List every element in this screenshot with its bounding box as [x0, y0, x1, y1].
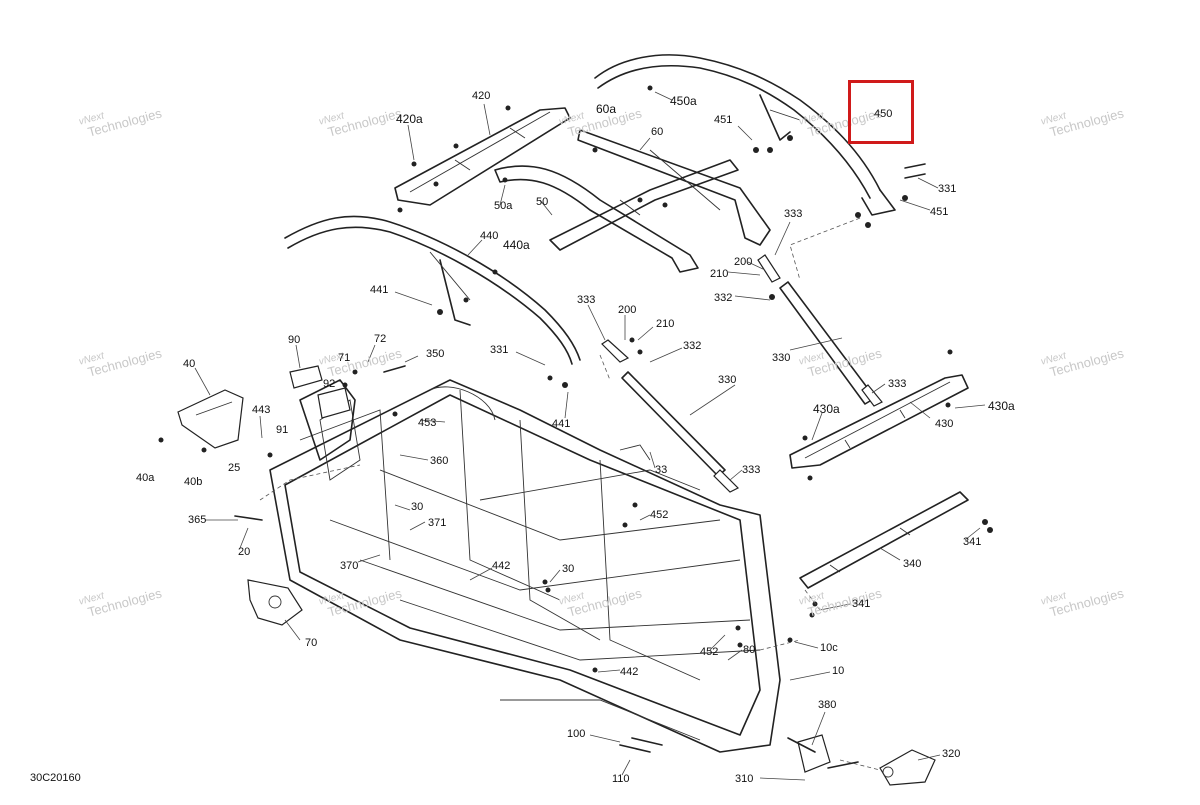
callout-label[interactable]: 210: [656, 318, 675, 330]
callout-label[interactable]: 341: [852, 598, 871, 610]
roof-rail-60: [577, 129, 771, 246]
callout-label[interactable]: 453: [418, 417, 437, 429]
callout-label[interactable]: 452: [700, 646, 719, 658]
callout-label[interactable]: 430a: [988, 399, 1015, 413]
callout-label[interactable]: 450a: [670, 94, 697, 108]
callout-label[interactable]: 30: [562, 563, 575, 575]
callout-label[interactable]: 40: [183, 358, 196, 370]
callout-label[interactable]: 70: [305, 637, 318, 649]
callout-label[interactable]: 320: [942, 748, 961, 760]
callout-label[interactable]: 441: [552, 418, 571, 430]
callout-label[interactable]: 25: [228, 462, 241, 474]
callout-label[interactable]: 50: [536, 196, 549, 208]
callout-label[interactable]: 40b: [184, 476, 203, 488]
bracket-310: [797, 734, 831, 773]
callout-label[interactable]: 331: [490, 344, 509, 356]
diagram-code: 30C20160: [30, 772, 81, 784]
rear-roll-bar-450: [594, 54, 896, 216]
callout-label[interactable]: 450: [874, 108, 893, 120]
callout-label[interactable]: 333: [577, 294, 596, 306]
assembly-lines: [259, 217, 881, 771]
callout-label[interactable]: 71: [338, 352, 351, 364]
callout-label[interactable]: 442: [492, 560, 511, 572]
callout-label[interactable]: 200: [734, 256, 753, 268]
callout-label[interactable]: 330: [772, 352, 791, 364]
callout-label[interactable]: 100: [567, 728, 586, 740]
front-roll-bar-440: [284, 215, 581, 365]
callout-label[interactable]: 60a: [596, 102, 617, 116]
callout-label[interactable]: 80: [743, 644, 756, 656]
callout-label[interactable]: 10c: [820, 642, 838, 654]
callout-label[interactable]: 371: [428, 517, 447, 529]
callout-label[interactable]: 110: [612, 773, 630, 785]
callout-label[interactable]: 420: [472, 90, 491, 102]
callout-label[interactable]: 20: [238, 546, 251, 558]
callout-label[interactable]: 341: [963, 536, 982, 548]
highlight-box: [848, 80, 914, 144]
callout-label[interactable]: 310: [735, 773, 754, 785]
callout-label[interactable]: 333: [742, 464, 761, 476]
callout-label[interactable]: 332: [683, 340, 702, 352]
callout-label[interactable]: 451: [714, 114, 733, 126]
callout-label[interactable]: 442: [620, 666, 639, 678]
callout-label[interactable]: 452: [650, 509, 669, 521]
callout-label[interactable]: 50a: [494, 200, 513, 212]
callout-label[interactable]: 451: [930, 206, 949, 218]
callout-label[interactable]: 333: [784, 208, 803, 220]
strut-330: [601, 254, 883, 493]
callout-label[interactable]: 330: [718, 374, 737, 386]
callout-label[interactable]: 210: [710, 268, 729, 280]
fasteners: [158, 85, 993, 673]
callout-label[interactable]: 370: [340, 560, 359, 572]
leader-lines: [194, 91, 986, 781]
callout-label[interactable]: 440: [480, 230, 499, 242]
callout-label[interactable]: 332: [714, 292, 733, 304]
callout-label[interactable]: 340: [903, 558, 922, 570]
callout-label[interactable]: 92: [323, 378, 336, 390]
callout-label[interactable]: 430: [935, 418, 954, 430]
pins: [234, 163, 926, 769]
callout-label[interactable]: 90: [288, 334, 301, 346]
bracket-90: [289, 365, 323, 389]
callout-label[interactable]: 430a: [813, 402, 840, 416]
callout-label[interactable]: 91: [276, 424, 289, 436]
callout-label[interactable]: 440a: [503, 238, 530, 252]
callout-label[interactable]: 200: [618, 304, 637, 316]
callout-label[interactable]: 360: [430, 455, 449, 467]
callout-label[interactable]: 60: [651, 126, 664, 138]
callout-label[interactable]: 350: [426, 348, 445, 360]
side-rail-340: [799, 491, 969, 589]
bracket-320: [879, 749, 936, 786]
callout-label[interactable]: 331: [938, 183, 957, 195]
callout-label[interactable]: 441: [370, 284, 389, 296]
callout-label[interactable]: 333: [888, 378, 907, 390]
callout-label[interactable]: 380: [818, 699, 837, 711]
bracket-70: [247, 579, 303, 626]
rear-cross-member-430: [789, 374, 969, 469]
callout-label[interactable]: 365: [188, 514, 207, 526]
callout-label[interactable]: 10: [832, 665, 845, 677]
callout-label[interactable]: 30: [411, 501, 424, 513]
callout-label[interactable]: 420a: [396, 112, 423, 126]
main-chassis-10: [269, 379, 781, 753]
roof-rail-420: [394, 107, 571, 206]
cross-bar-50: [494, 159, 739, 273]
callout-label[interactable]: 40a: [136, 472, 155, 484]
callout-label[interactable]: 33: [655, 464, 668, 476]
callout-label[interactable]: 72: [374, 333, 387, 345]
bracket-40: [177, 389, 244, 449]
callout-label[interactable]: 443: [252, 404, 271, 416]
